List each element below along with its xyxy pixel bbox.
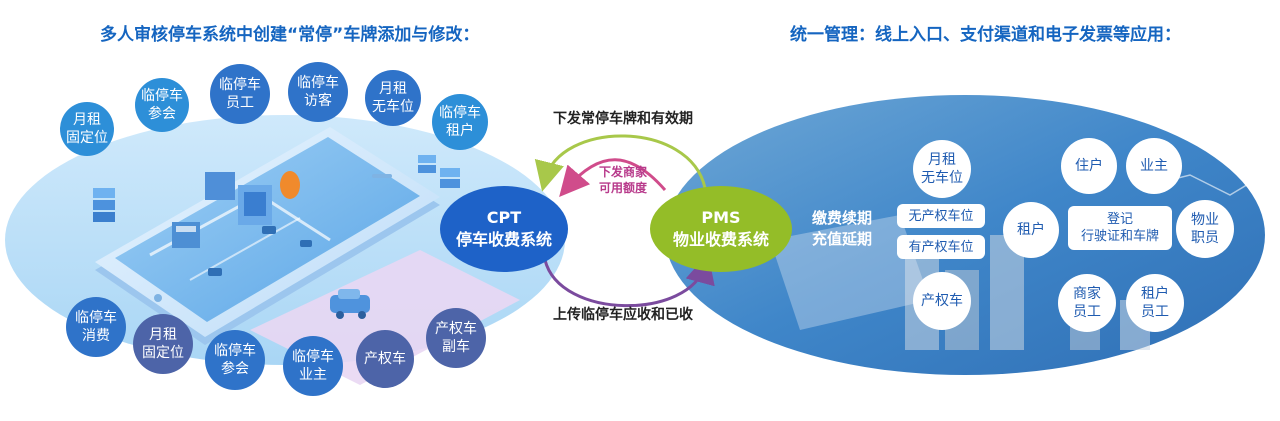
bubble-temp-meeting-2: 临停车 参会 — [205, 330, 265, 390]
extend-line-1: 缴费续期 — [812, 209, 873, 227]
pms-name: 物业收费系统 — [672, 230, 769, 249]
flow-label-bottom: 上传临停车应收和已收 — [553, 307, 693, 323]
bubble-temp-staff: 临停车 员工 — [210, 64, 270, 124]
bubble-temp-visitor: 临停车 访客 — [288, 62, 348, 122]
extend-text: 缴费续期 充值延期 — [812, 208, 872, 250]
cube-stack-left — [93, 188, 115, 222]
item-tenant-staff: 租户 员工 — [1126, 274, 1184, 332]
flow-label-middle: 下发商家 可用额度 — [598, 165, 647, 195]
right-title: 统一管理：线上入口、支付渠道和电子发票等应用： — [790, 25, 1181, 45]
item-property-spot: 有产权车位 — [897, 235, 985, 259]
item-no-property-spot: 无产权车位 — [897, 204, 985, 228]
left-title: 多人审核停车系统中创建“常停”车牌添加与修改： — [100, 25, 480, 45]
bubble-monthly-no-spot: 月租 无车位 — [365, 70, 421, 126]
item-monthly-no-spot: 月租 无车位 — [913, 140, 971, 198]
cpt-name: 停车收费系统 — [455, 230, 552, 249]
item-property-car: 产权车 — [913, 272, 971, 330]
flow-arrow-bottom — [543, 253, 715, 308]
item-property-staff: 物业 职员 — [1176, 200, 1234, 258]
bubble-monthly-fixed-1: 月租 固定位 — [60, 102, 114, 156]
flow-arrow-middle — [559, 158, 667, 198]
bubble-temp-tenant: 临停车 租户 — [432, 94, 488, 150]
bubble-property-car: 产权车 — [356, 330, 414, 388]
cube-stack-right — [418, 155, 460, 188]
bubble-temp-meeting-1: 临停车 参会 — [135, 78, 189, 132]
calculator-shape — [770, 215, 930, 330]
bubble-property-car-sub: 产权车 副车 — [426, 308, 486, 368]
item-resident: 住户 — [1061, 138, 1117, 194]
cpt-code: CPT — [486, 208, 522, 227]
item-owner: 业主 — [1126, 138, 1182, 194]
bubble-temp-consume: 临停车 消费 — [66, 297, 126, 357]
pms-system: PMS 物业收费系统 — [650, 186, 792, 272]
flow-label-top: 下发常停车牌和有效期 — [553, 111, 693, 127]
item-merchant-staff: 商家 员工 — [1058, 274, 1116, 332]
bubble-monthly-fixed-2: 月租 固定位 — [133, 314, 193, 374]
item-tenant: 租户 — [1003, 202, 1059, 258]
car-illustration — [330, 289, 370, 319]
item-register: 登记 行驶证和车牌 — [1068, 206, 1172, 250]
phone-illustration — [95, 127, 440, 345]
cpt-system: CPT 停车收费系统 — [440, 186, 568, 272]
flow-arrow-top — [534, 134, 707, 192]
extend-line-2: 充值延期 — [812, 230, 873, 248]
pms-code: PMS — [701, 208, 741, 227]
bubble-temp-owner: 临停车 业主 — [283, 336, 343, 396]
